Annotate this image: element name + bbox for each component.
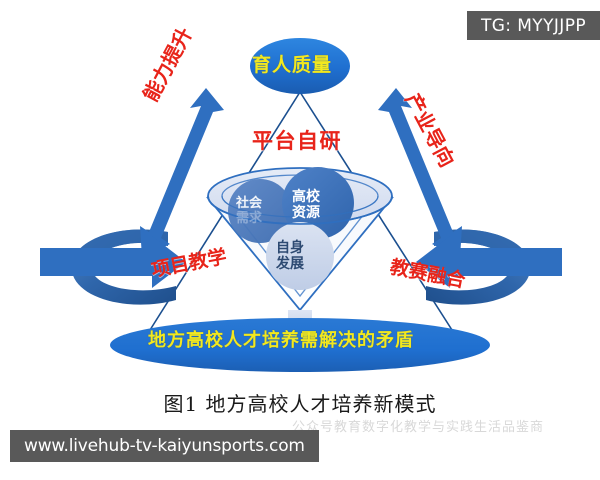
bubble-self-development (266, 222, 334, 290)
bubble-label-university-resource-line1: 高校 (292, 189, 320, 205)
bubble-label-social-demand: 社会 需求 (236, 196, 263, 226)
bubble-social-demand (228, 179, 292, 243)
arrow-left-right-side (416, 236, 562, 288)
top-node-ellipse (250, 38, 350, 94)
arrow-right-left-side (40, 236, 186, 288)
site-watermark: www.livehub-tv-kaiyunsports.com (10, 430, 319, 462)
bubble-label-self-development: 自身 发展 (276, 240, 304, 272)
top-node-label: 育人质量 (252, 54, 333, 76)
arrow-up-right (378, 88, 462, 258)
bubble-label-self-development-line2: 发展 (276, 255, 304, 272)
bottom-node-label: 地方高校人才培养需解决的矛盾 (148, 330, 414, 351)
bubble-label-university-resource-line2: 资源 (292, 204, 320, 221)
arrow-up-left (140, 88, 224, 258)
bottom-node-ellipse (110, 318, 490, 372)
center-platform-label: 平台自研 (252, 129, 342, 153)
faint-background-watermark: 公众号教育数字化教学与实践生活品鉴商 (292, 420, 545, 435)
figure-caption: 图1 地方高校人才培养新模式 (163, 392, 437, 416)
telegram-watermark: TG: MYYJJPP (466, 11, 600, 40)
bubble-label-social-demand-line1: 社会 (236, 196, 263, 211)
bubble-label-university-resource: 高校 资源 (292, 189, 320, 221)
bubble-label-social-demand-line2: 需求 (236, 210, 263, 226)
bubble-label-self-development-line1: 自身 (276, 240, 304, 256)
